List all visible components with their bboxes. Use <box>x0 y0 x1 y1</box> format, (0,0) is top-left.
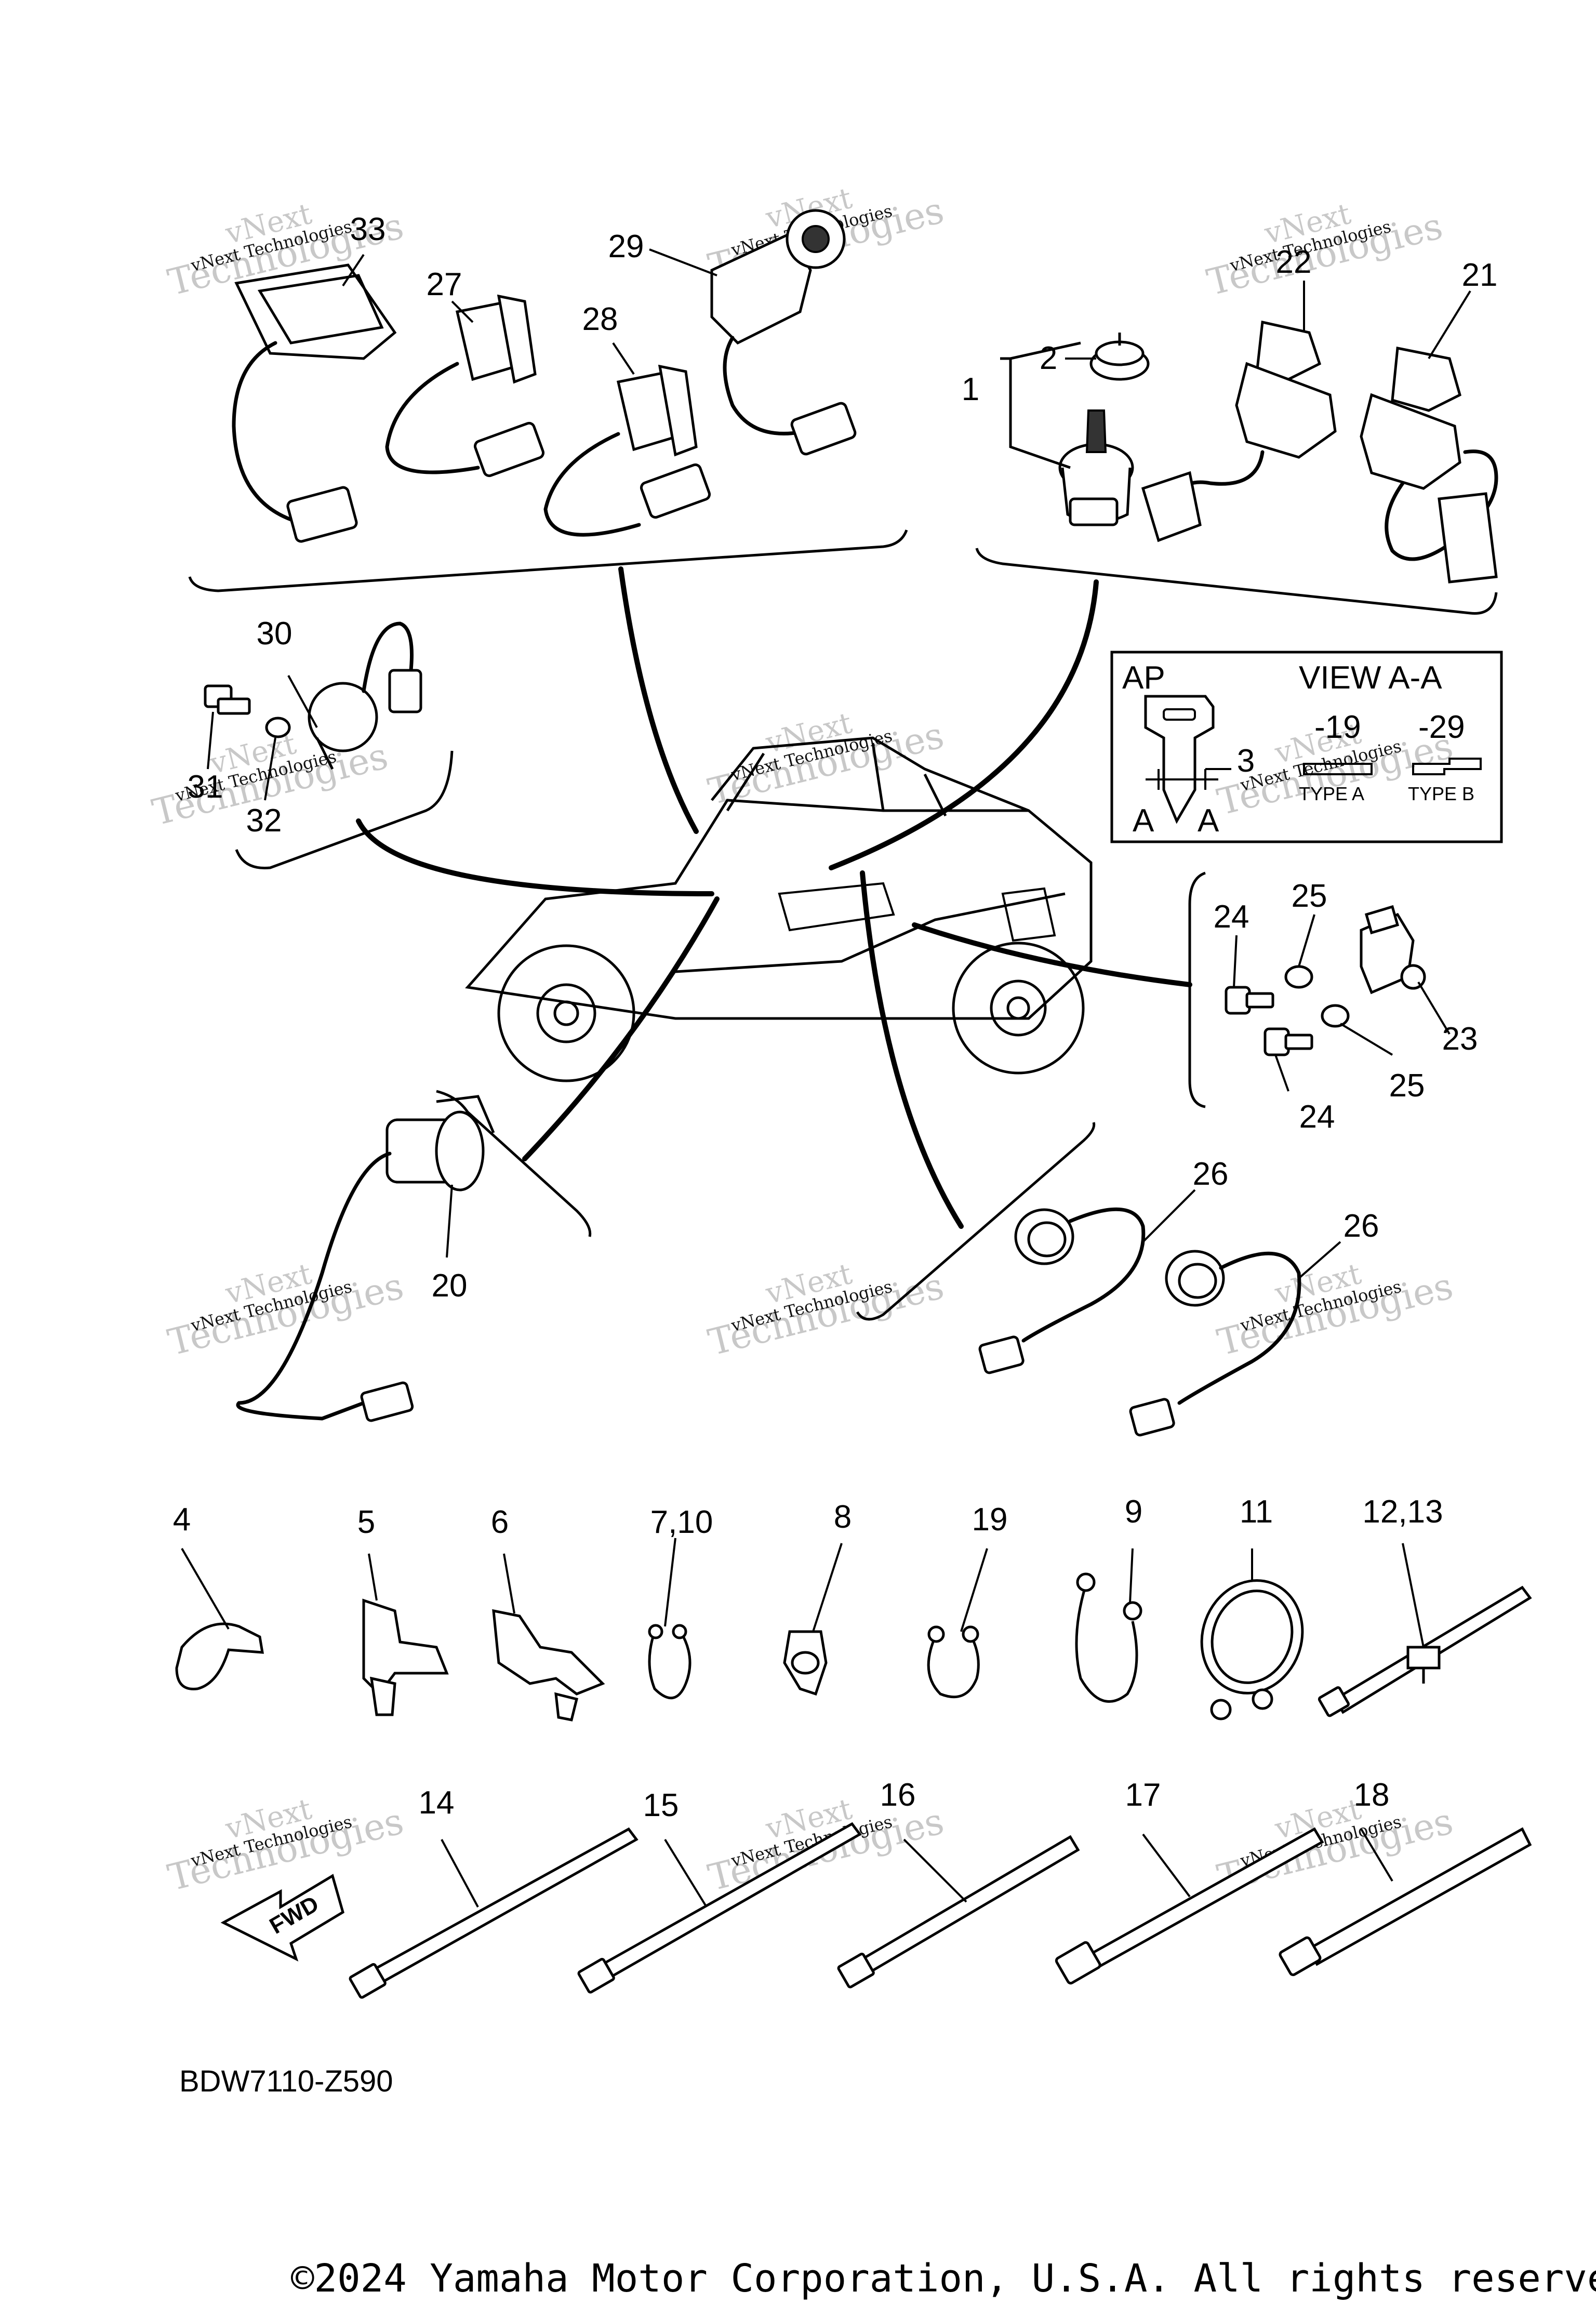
callout-21: 21 <box>1462 257 1498 293</box>
callout-19: 19 <box>972 1502 1008 1538</box>
callout-14: 14 <box>419 1785 455 1821</box>
part-27-switch[interactable] <box>385 294 545 478</box>
part-17-tie[interactable] <box>1055 1827 1324 1985</box>
callout-28: 28 <box>582 301 618 337</box>
callout-16: 16 <box>880 1777 916 1813</box>
suffix-29-label: -29 <box>1418 709 1465 745</box>
suffix-19-label: -19 <box>1314 709 1361 745</box>
view-a-a-title: VIEW A-A <box>1299 660 1442 696</box>
part-30-horn[interactable] <box>308 621 422 770</box>
callout-9: 9 <box>1125 1494 1142 1530</box>
part-31-bolt[interactable] <box>204 684 251 715</box>
part-20-group <box>236 896 720 1422</box>
callout-33: 33 <box>350 211 386 247</box>
fwd-arrow: FWD <box>220 1874 344 1962</box>
part-33-display[interactable] <box>232 263 397 543</box>
callout-12-13: 12,13 <box>1362 1494 1443 1530</box>
part-28-switch[interactable] <box>543 364 711 537</box>
part-9-clip[interactable] <box>1075 1572 1142 1703</box>
part-22-ignition[interactable] <box>1141 320 1337 542</box>
right-mid-group <box>912 871 1426 1108</box>
callout-11: 11 <box>1240 1494 1273 1530</box>
part-32-washer[interactable] <box>265 717 291 738</box>
part-24-bolt-a[interactable] <box>1225 986 1274 1015</box>
clips-row <box>175 1566 1532 1722</box>
part-5-clip[interactable] <box>362 1598 449 1716</box>
part-24-bolt-b[interactable] <box>1264 1027 1313 1056</box>
part-16-tie[interactable] <box>837 1835 1080 1989</box>
callout-4: 4 <box>173 1502 191 1538</box>
part-12-13-tie[interactable] <box>1318 1585 1532 1717</box>
callout-1: 1 <box>962 372 979 407</box>
callout-29: 29 <box>608 229 644 264</box>
callout-6: 6 <box>491 1504 509 1540</box>
part-11-clip[interactable] <box>1186 1566 1318 1720</box>
callout-8: 8 <box>834 1499 852 1535</box>
vehicle-illustration <box>465 736 1093 1082</box>
callout-31: 31 <box>188 769 223 805</box>
part-26-lamp-a[interactable] <box>978 1207 1146 1374</box>
part-21-ignition[interactable] <box>1360 347 1498 584</box>
ap-label: AP <box>1122 660 1165 696</box>
callout-24a: 24 <box>1214 899 1249 935</box>
part-25-washer-b[interactable] <box>1321 1004 1350 1028</box>
leader-lines <box>181 248 1471 1908</box>
section-a-left: A <box>1133 803 1154 839</box>
callout-23: 23 <box>1442 1021 1478 1057</box>
ties-row: FWD <box>220 1822 1532 1999</box>
top-left-group <box>188 209 908 834</box>
top-right-group <box>829 320 1498 870</box>
callout-32: 32 <box>246 803 282 839</box>
part-14-tie[interactable] <box>349 1827 639 1999</box>
view-a-a-labels: AP VIEW A-A -19 -29 A A TYPE A TYPE B <box>1122 660 1474 839</box>
callout-3: 3 <box>1237 743 1255 779</box>
callout-26a: 26 <box>1193 1156 1229 1192</box>
callout-27: 27 <box>427 267 462 302</box>
part-7-10-clip[interactable] <box>648 1624 691 1700</box>
callout-17: 17 <box>1125 1777 1161 1813</box>
part-15-tie[interactable] <box>577 1822 862 1994</box>
callout-5: 5 <box>357 1504 375 1540</box>
callout-15: 15 <box>643 1787 679 1823</box>
callout-7-10: 7,10 <box>650 1504 713 1540</box>
view-a-a-box <box>1110 651 1503 843</box>
part-1-main-switch[interactable] <box>1058 409 1134 526</box>
type-a-label: TYPE A <box>1299 783 1364 804</box>
part-19-clip[interactable] <box>927 1625 980 1699</box>
part-26-group <box>856 870 1301 1437</box>
part-18-tie[interactable] <box>1279 1827 1532 1976</box>
left-mid-group <box>204 621 714 896</box>
part-26-lamp-b[interactable] <box>1129 1250 1301 1437</box>
part-20-socket[interactable] <box>236 1095 495 1422</box>
part-29-sensor[interactable] <box>710 209 857 456</box>
callout-20: 20 <box>432 1268 468 1304</box>
type-b-label: TYPE B <box>1408 783 1474 804</box>
part-23-sensor[interactable] <box>1360 905 1426 995</box>
part-2-cap[interactable] <box>1089 333 1150 381</box>
copyright-notice: ©2024 Yamaha Motor Corporation, U.S.A. A… <box>291 2256 1596 2301</box>
section-a-right: A <box>1198 803 1219 839</box>
diagram-code: BDW7110-Z590 <box>179 2064 393 2098</box>
part-25-washer-a[interactable] <box>1284 965 1313 989</box>
callout-18: 18 <box>1354 1777 1390 1813</box>
callout-2: 2 <box>1040 340 1057 376</box>
callout-labels: 33 27 28 29 2 1 22 21 30 31 32 3 25 24 2… <box>173 211 1498 1823</box>
callout-22: 22 <box>1276 244 1312 280</box>
callout-30: 30 <box>257 616 292 652</box>
part-4-clamp[interactable] <box>175 1622 264 1690</box>
part-8-clip[interactable] <box>783 1630 828 1696</box>
callout-25a: 25 <box>1292 878 1327 914</box>
part-6-clip[interactable] <box>492 1609 605 1722</box>
callout-25b: 25 <box>1389 1068 1425 1104</box>
callout-24b: 24 <box>1299 1099 1335 1135</box>
callout-26b: 26 <box>1344 1208 1379 1244</box>
